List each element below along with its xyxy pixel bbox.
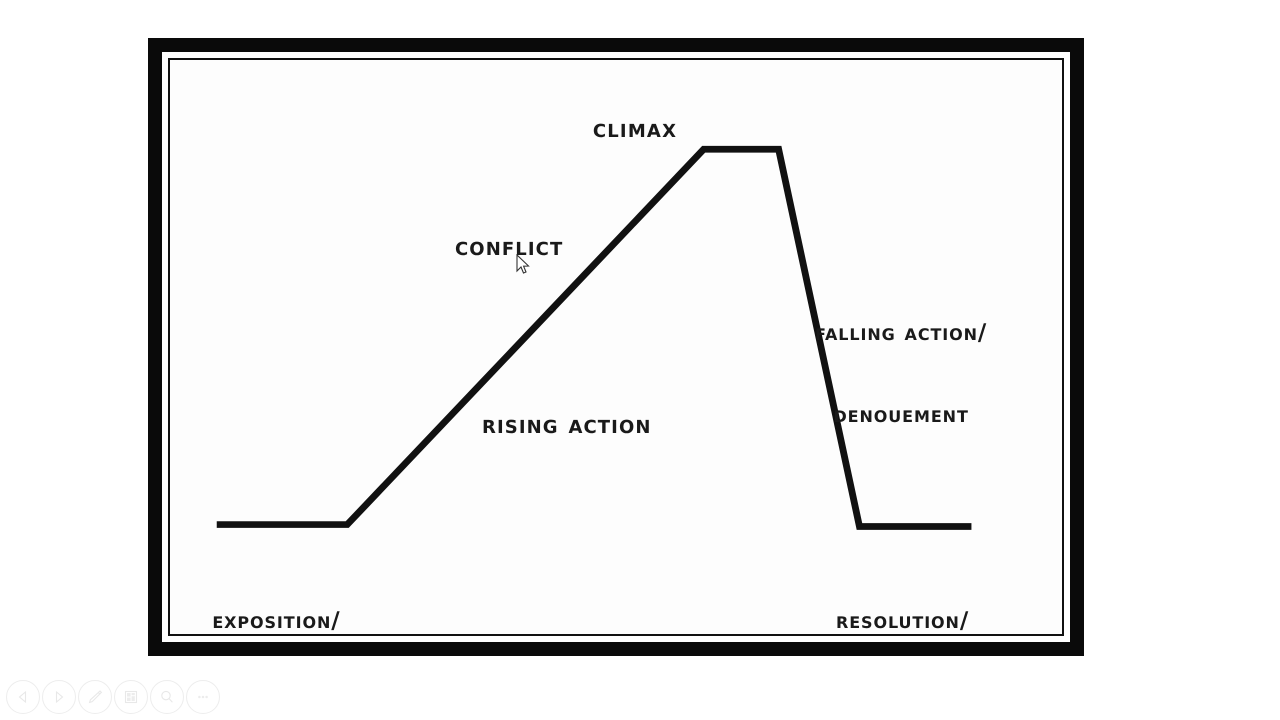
label-exposition: Exposition/ Introduction: [202, 554, 351, 635]
plot-diagram-canvas: Climax Conflict Rising Action Falling Ac…: [168, 58, 1064, 636]
magnifier-icon: [161, 690, 173, 703]
previous-slide-button[interactable]: [6, 680, 40, 714]
label-exposition-line1: Exposition/: [212, 608, 341, 635]
slide-stage: Climax Conflict Rising Action Falling Ac…: [148, 38, 1084, 656]
next-slide-button[interactable]: [42, 680, 76, 714]
label-climax: Climax: [592, 114, 678, 144]
label-resolution-line1: Resolution/: [836, 608, 970, 635]
ellipsis-icon: [198, 695, 208, 699]
triangle-left-icon: [18, 690, 27, 704]
label-rising-action: Rising Action: [482, 410, 652, 439]
label-falling-action: Falling Action/ Denouement: [815, 266, 987, 483]
label-conflict: Conflict: [455, 232, 564, 261]
diagram-frame-mat: Climax Conflict Rising Action Falling Ac…: [162, 52, 1070, 642]
plot-curve-polyline: [216, 145, 972, 530]
label-falling-action-line1: Falling Action/: [815, 320, 988, 347]
diagram-picture-frame: Climax Conflict Rising Action Falling Ac…: [148, 38, 1084, 656]
pen-tool-button[interactable]: [78, 680, 112, 714]
zoom-button[interactable]: [150, 680, 184, 714]
slide-overview-button[interactable]: [114, 680, 148, 714]
label-resolution: Resolution/ Conclusion: [836, 554, 970, 635]
triangle-right-icon: [55, 690, 64, 704]
presentation-toolbar: [6, 680, 220, 714]
more-options-button[interactable]: [186, 680, 220, 714]
pen-icon: [88, 690, 103, 704]
plot-curve-svg: [216, 145, 972, 530]
grid-slides-icon: [124, 690, 138, 704]
label-falling-action-line2: Denouement: [833, 401, 969, 428]
